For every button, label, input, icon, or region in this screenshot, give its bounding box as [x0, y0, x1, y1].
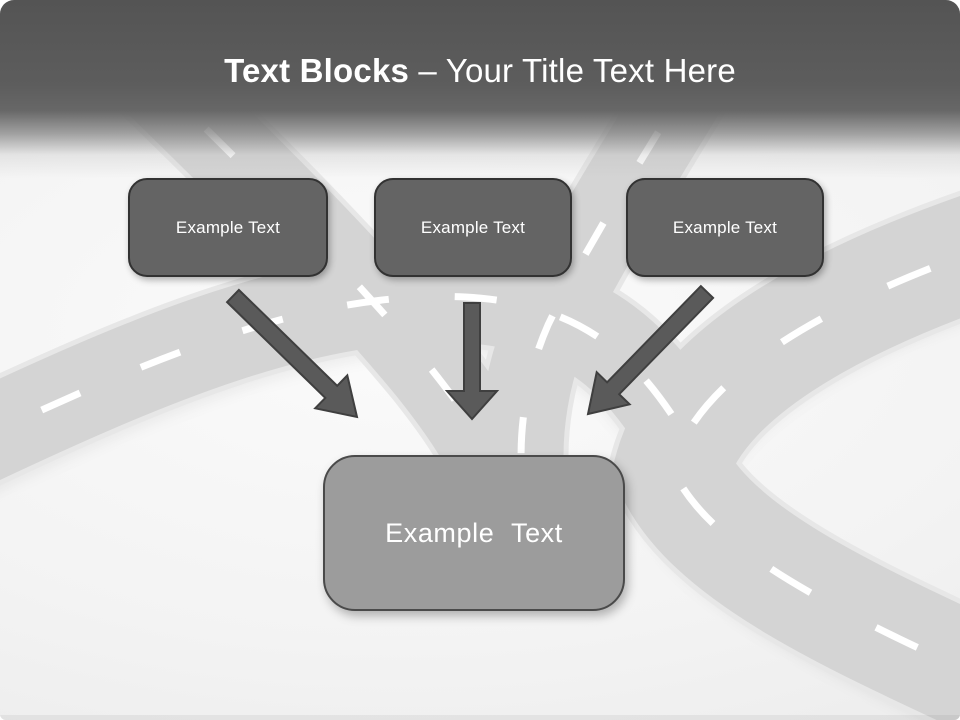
text-block-1[interactable]: Example Text — [128, 178, 328, 277]
text-block-2[interactable]: Example Text — [374, 178, 572, 277]
text-block-1-label: Example Text — [175, 217, 281, 237]
title-bar: Text Blocks – Your Title Text Here — [0, 0, 960, 178]
text-block-3[interactable]: Example Text — [626, 178, 824, 277]
title-bold-text: Text Blocks — [224, 52, 410, 89]
center-text-block-label: Example Text — [385, 517, 563, 548]
arrow-down-left-icon[interactable] — [586, 284, 715, 416]
road-right-sweep — [611, 196, 960, 720]
text-block-3-label: Example Text — [672, 217, 778, 237]
slide-bottom-edge — [0, 715, 960, 720]
slide-title[interactable]: Text Blocks – Your Title Text Here — [0, 52, 960, 90]
road-dashes — [517, 48, 712, 479]
arrow-down-right-icon[interactable] — [225, 288, 359, 419]
center-text-block[interactable]: Example Text — [323, 455, 625, 611]
text-block-2-label: Example Text — [420, 217, 526, 237]
title-regular-text: – Your Title Text Here — [409, 52, 736, 89]
arrow-down-icon[interactable] — [444, 302, 500, 421]
